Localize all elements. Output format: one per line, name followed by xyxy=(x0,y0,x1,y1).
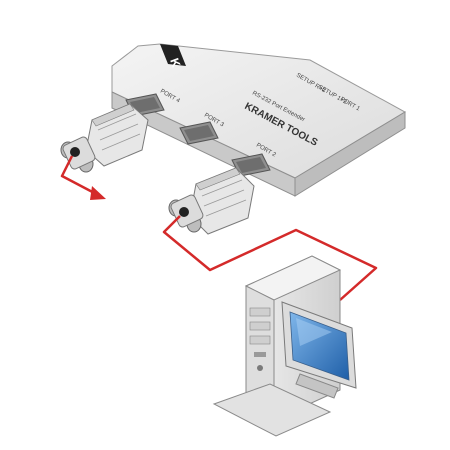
rs232-connector-icon xyxy=(168,167,255,235)
output-cable xyxy=(60,155,101,198)
keyboard xyxy=(212,383,332,437)
port-extender-device: K PORT 1 SETUP 1+2 SETUP R+2 KRAMER TOOL… xyxy=(111,43,407,197)
monitor-icon xyxy=(281,301,357,399)
cable-boot xyxy=(70,147,80,157)
rs232-connector-icon xyxy=(60,103,149,173)
arrow-icon xyxy=(90,186,106,200)
port-3: PORT 3 xyxy=(179,113,225,145)
device-right-face xyxy=(294,111,406,197)
computer-cable xyxy=(162,215,378,301)
